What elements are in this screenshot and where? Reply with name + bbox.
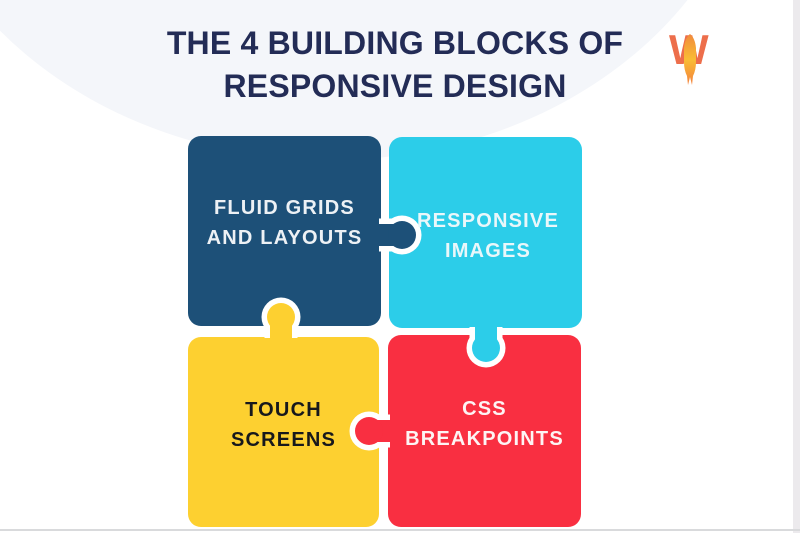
puzzle-piece-fluid-grids xyxy=(188,136,381,326)
puzzle-piece-touch-screens xyxy=(188,337,379,527)
puzzle-piece-responsive-images xyxy=(389,137,582,328)
label-responsive-images-line2: IMAGES xyxy=(444,240,532,262)
right-edge-strip xyxy=(793,0,800,533)
label-fluid-grids: FLUID GRIDS AND LAYOUTS xyxy=(188,193,381,253)
page-title-line2: RESPONSIVE DESIGN xyxy=(223,68,567,104)
page-title: THE 4 BUILDING BLOCKS OF RESPONSIVE DESI… xyxy=(90,22,700,108)
label-css-breakpoints-line2: BREAKPOINTS xyxy=(405,428,564,450)
tab-red-into-yellow xyxy=(355,417,395,445)
tab-cyan-into-red xyxy=(472,321,500,362)
bottom-edge-line xyxy=(0,529,800,531)
tab-yellow-into-blue xyxy=(267,303,295,343)
page-title-line1: THE 4 BUILDING BLOCKS OF xyxy=(166,25,624,61)
puzzle-piece-css-breakpoints xyxy=(388,335,581,527)
label-touch-screens: TOUCH SCREENS xyxy=(188,395,379,455)
label-fluid-grids-line2: AND LAYOUTS xyxy=(206,227,363,249)
label-fluid-grids-line1: FLUID GRIDS xyxy=(214,197,355,219)
label-responsive-images: RESPONSIVE IMAGES xyxy=(397,206,579,266)
tab-blue-into-cyan xyxy=(375,221,416,249)
label-css-breakpoints: CSS BREAKPOINTS xyxy=(388,394,581,454)
label-touch-screens-line2: SCREENS xyxy=(230,429,337,451)
label-responsive-images-line1: RESPONSIVE xyxy=(416,210,560,232)
label-css-breakpoints-line1: CSS xyxy=(462,398,507,420)
wp-rocket-logo: W xyxy=(669,26,709,85)
rocket-flame-icon xyxy=(684,34,696,85)
label-touch-screens-line1: TOUCH xyxy=(245,399,322,421)
puzzle-graphic xyxy=(188,136,582,527)
